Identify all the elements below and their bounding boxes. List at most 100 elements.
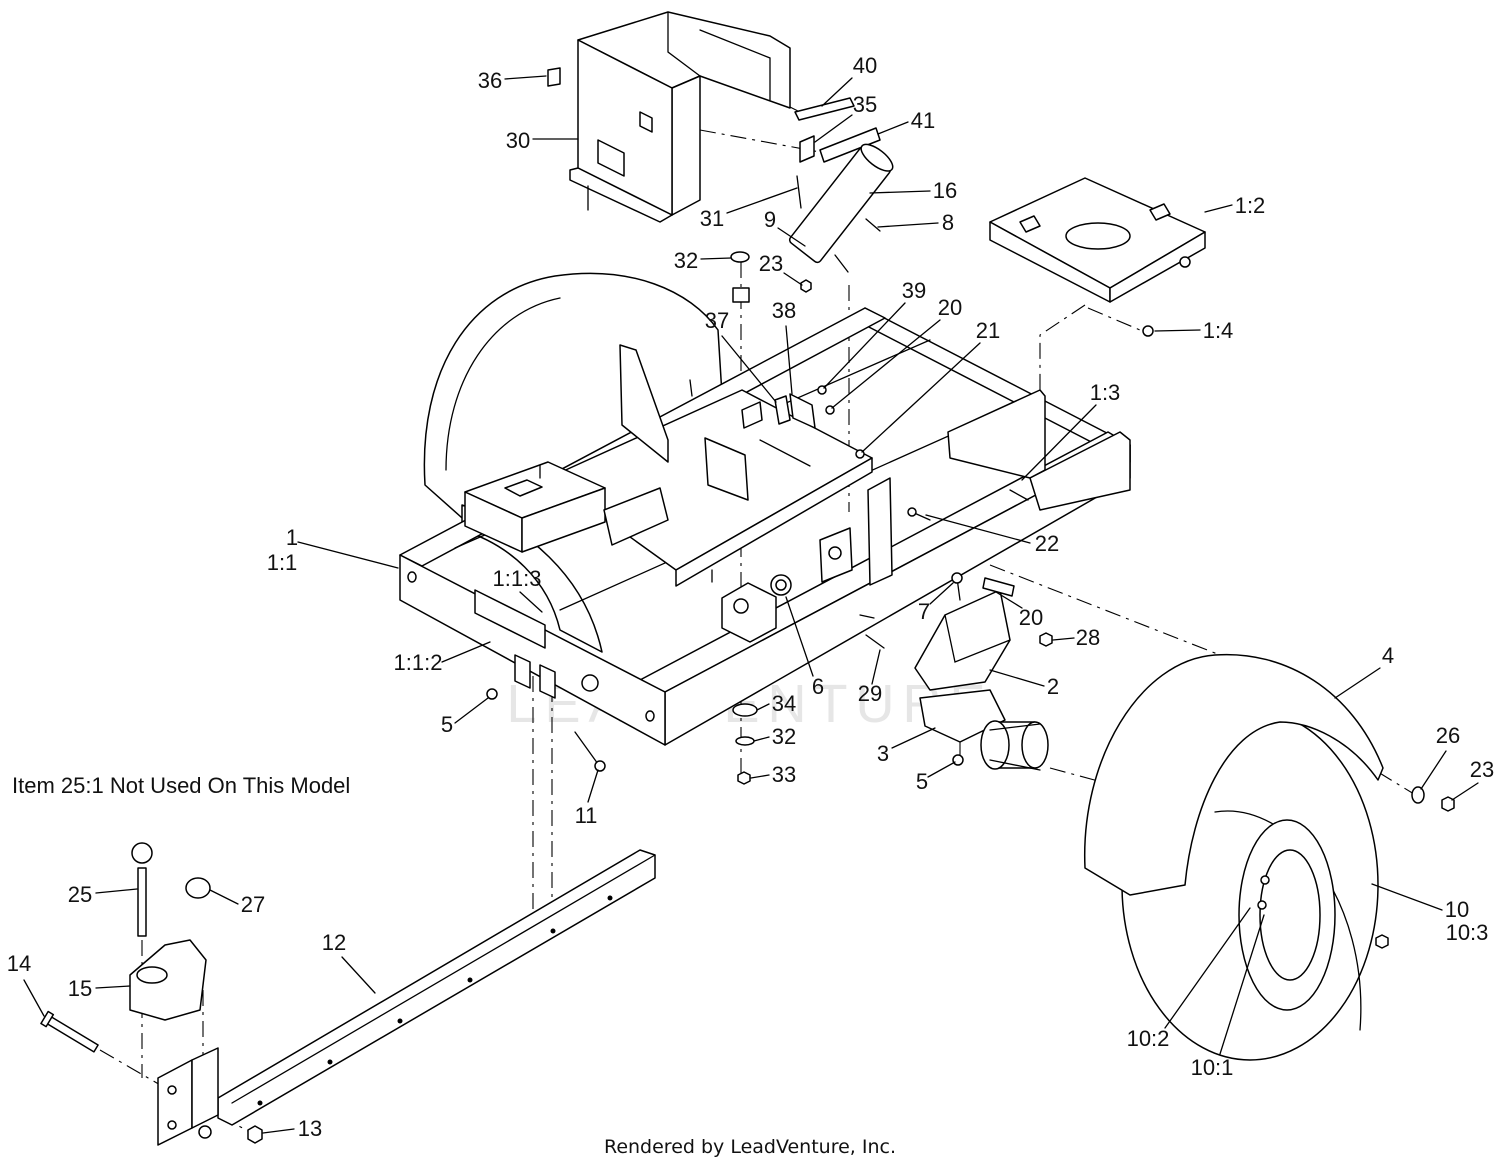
frame-hole-2 bbox=[645, 710, 655, 722]
callout-1-4[interactable]: 1:4 bbox=[1203, 318, 1234, 343]
callout-1-3[interactable]: 1:3 bbox=[1090, 380, 1121, 405]
callout-11[interactable]: 11 bbox=[575, 803, 598, 828]
callout-1-1-2[interactable]: 1:1:2 bbox=[394, 650, 443, 675]
leader-25 bbox=[95, 888, 138, 894]
bolt-11 bbox=[574, 731, 599, 765]
pin-29a bbox=[859, 614, 875, 619]
callout-1[interactable]: 1 bbox=[286, 525, 298, 550]
callout-7[interactable]: 7 bbox=[918, 599, 930, 624]
nut-1-4 bbox=[1142, 325, 1154, 337]
leader-23-upper bbox=[783, 272, 803, 286]
nut-28 bbox=[1039, 632, 1053, 647]
deck-slot bbox=[741, 401, 763, 429]
callout-25[interactable]: 25 bbox=[68, 882, 92, 907]
bolt-11-head bbox=[594, 760, 606, 772]
callout-14[interactable]: 14 bbox=[7, 951, 31, 976]
beam-hole bbox=[257, 1100, 263, 1106]
leader-23-lower bbox=[1451, 782, 1479, 801]
tube-end bbox=[860, 143, 894, 172]
deck-slot-line bbox=[759, 439, 811, 467]
callout-2[interactable]: 2 bbox=[1047, 674, 1059, 699]
callout-12[interactable]: 12 bbox=[322, 930, 346, 955]
leader-29 bbox=[871, 649, 881, 685]
callout-28[interactable]: 28 bbox=[1076, 625, 1100, 650]
spindle-bend bbox=[944, 614, 1011, 663]
callout-3[interactable]: 3 bbox=[877, 741, 889, 766]
callout-13[interactable]: 13 bbox=[298, 1116, 322, 1141]
callout-31[interactable]: 31 bbox=[700, 206, 724, 231]
leader-14 bbox=[23, 979, 45, 1017]
callout-9[interactable]: 9 bbox=[764, 207, 776, 232]
callout-23-upper[interactable]: 23 bbox=[759, 251, 783, 276]
deck-tunnel bbox=[603, 487, 669, 546]
callout-20-upper[interactable]: 20 bbox=[938, 295, 962, 320]
leader-15 bbox=[95, 985, 131, 989]
callout-26[interactable]: 26 bbox=[1436, 723, 1460, 748]
battery-box-side bbox=[671, 75, 701, 216]
callout-36[interactable]: 36 bbox=[478, 68, 502, 93]
callout-1-1[interactable]: 1:1 bbox=[267, 550, 298, 575]
callout-35[interactable]: 35 bbox=[853, 92, 877, 117]
beam-hole bbox=[607, 895, 613, 901]
callout-30[interactable]: 30 bbox=[506, 128, 530, 153]
control-box-side bbox=[521, 487, 606, 553]
leader-3 bbox=[891, 727, 936, 749]
callout-34[interactable]: 34 bbox=[772, 691, 796, 716]
leader-1-1-2 bbox=[441, 641, 491, 663]
mount-block bbox=[721, 582, 777, 643]
leader-1-3 bbox=[1021, 404, 1097, 481]
callout-5-frame[interactable]: 5 bbox=[441, 712, 453, 737]
callout-33[interactable]: 33 bbox=[772, 762, 796, 787]
callout-10[interactable]: 10 bbox=[1445, 897, 1469, 922]
callout-40[interactable]: 40 bbox=[853, 53, 877, 78]
callout-41[interactable]: 41 bbox=[911, 108, 935, 133]
callout-8[interactable]: 8 bbox=[942, 210, 954, 235]
leader-34 bbox=[756, 703, 770, 711]
callout-23-lower[interactable]: 23 bbox=[1470, 757, 1494, 782]
callout-1-1-3[interactable]: 1:1:3 bbox=[493, 566, 542, 591]
callout-1-2[interactable]: 1:2 bbox=[1235, 193, 1266, 218]
callout-27[interactable]: 27 bbox=[241, 892, 265, 917]
leader-5-frame bbox=[454, 697, 489, 724]
leader-36 bbox=[504, 75, 547, 80]
callout-4[interactable]: 4 bbox=[1382, 643, 1394, 668]
beam-body bbox=[217, 849, 656, 1126]
callout-5-hub[interactable]: 5 bbox=[916, 769, 928, 794]
bracket-37 bbox=[774, 395, 791, 425]
callout-15[interactable]: 15 bbox=[68, 976, 92, 1001]
callout-21[interactable]: 21 bbox=[976, 318, 1000, 343]
bolt-14-head bbox=[40, 1010, 55, 1028]
wheel bbox=[1084, 653, 1455, 1061]
callout-16[interactable]: 16 bbox=[933, 178, 957, 203]
callout-10-3[interactable]: 10:3 bbox=[1446, 920, 1489, 945]
washer-26 bbox=[1411, 786, 1425, 804]
beam-hole bbox=[467, 977, 473, 983]
hitch-15-hole bbox=[136, 966, 168, 984]
leader-5-hub bbox=[927, 761, 956, 778]
callout-32-upper[interactable]: 32 bbox=[674, 248, 698, 273]
bolt-22-head bbox=[907, 507, 917, 517]
beam-hole bbox=[397, 1018, 403, 1024]
callout-22[interactable]: 22 bbox=[1035, 531, 1059, 556]
callout-29[interactable]: 29 bbox=[858, 681, 882, 706]
beam-hole bbox=[550, 928, 556, 934]
callout-38[interactable]: 38 bbox=[772, 298, 796, 323]
leader-12 bbox=[341, 956, 376, 994]
leader-33 bbox=[750, 774, 770, 779]
beam-edge bbox=[231, 854, 656, 1104]
frame-hardware bbox=[486, 325, 1154, 772]
lug-2 bbox=[1257, 900, 1267, 910]
callout-10-2[interactable]: 10:2 bbox=[1127, 1026, 1170, 1051]
callout-37[interactable]: 37 bbox=[705, 308, 729, 333]
centerline-washer bbox=[1377, 771, 1415, 795]
callout-32-lower[interactable]: 32 bbox=[772, 724, 796, 749]
callout-20-lower[interactable]: 20 bbox=[1019, 605, 1043, 630]
callout-39[interactable]: 39 bbox=[902, 278, 926, 303]
callout-10-1[interactable]: 10:1 bbox=[1191, 1055, 1234, 1080]
upright-left bbox=[619, 344, 669, 463]
clip-38 bbox=[789, 393, 816, 429]
nut-13 bbox=[247, 1125, 263, 1144]
callout-6[interactable]: 6 bbox=[812, 674, 824, 699]
hitch-beam bbox=[217, 849, 656, 1126]
